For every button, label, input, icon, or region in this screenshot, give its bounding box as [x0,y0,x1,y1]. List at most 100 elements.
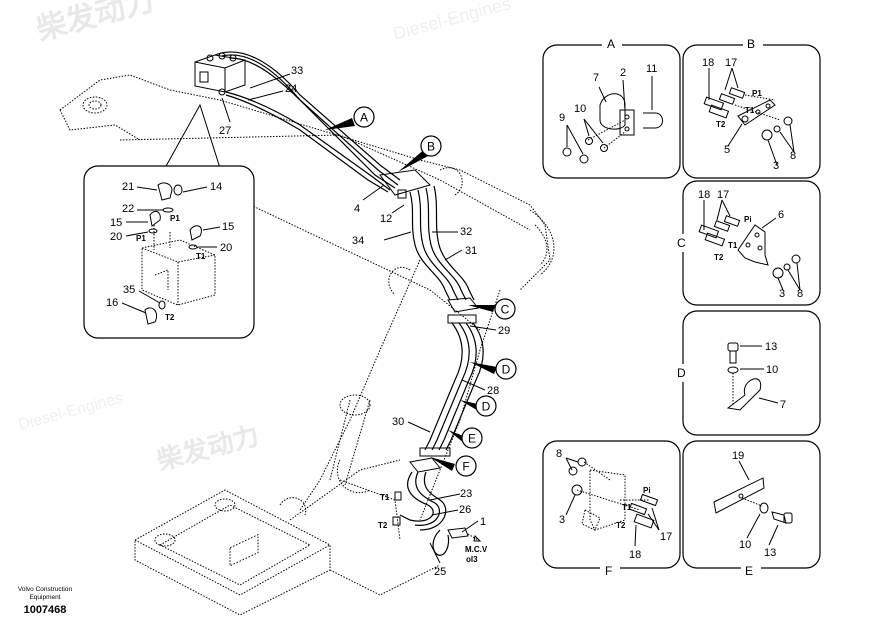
main-callout-12: 12 [380,213,392,225]
manufacturer-line1: Volvo Construction [17,586,73,593]
inset-pointer [164,103,221,169]
panel-title-a: A [607,37,615,51]
panel-f-callout-18: 18 [629,549,641,561]
panel-a-callout-11: 11 [646,63,657,75]
ref-marker-e-circle[interactable] [461,427,483,449]
port-label-t1: T1 [380,493,390,502]
panel-c-callout-17: 17 [717,189,729,201]
main-callout-34: 34 [352,235,364,247]
inset-port-t1: T1 [196,252,206,261]
panel-title-d: D [677,366,686,380]
main-callout-23: 23 [460,488,472,500]
inset-port-p1: P1 [136,234,146,243]
panel-title-c: C [677,236,686,250]
panel-b-callout-3: 3 [773,160,779,172]
panel-f-callout-3: 3 [559,514,565,526]
panel-e-callout-19: 19 [732,450,744,462]
callout-labels: 3324274123432312928302326125ABCDDEFT1T2M… [106,37,803,578]
ref-marker-c-circle[interactable] [494,298,516,320]
port-label-t2: T2 [378,521,388,530]
main-callout-4: 4 [354,203,360,215]
inset-port-t2: T2 [165,313,175,322]
main-leaders [221,73,497,564]
watermark-en: Diesel-Engines [17,390,125,434]
panel-e-callout-10: 10 [739,539,751,551]
panel-c-port-t1: T1 [728,241,738,250]
excavator-outline [59,74,555,616]
panel-a-callout-9: 9 [559,112,565,124]
inset-callout-15: 15 [110,217,122,229]
panel-c-callout-6: 6 [778,209,784,221]
panel-b-port-t1: T1 [745,106,755,115]
panel-f-port-t1: T1 [622,503,632,512]
ref-marker-a-circle[interactable] [353,106,375,128]
panel-a-callout-7: 7 [593,72,599,84]
main-callout-33: 33 [291,65,303,77]
main-callout-31: 31 [465,245,477,257]
ref-marker-d[interactable]: D [482,400,491,414]
watermark-cn: 柴发动力 [33,0,158,48]
main-callout-25: 25 [434,566,446,578]
panel-f-art [565,457,660,547]
ref-marker-f[interactable]: F [462,460,469,474]
inset-callout-35: 35 [123,284,135,296]
ref-marker-d-circle[interactable] [495,358,517,380]
ref-marker-f-circle[interactable] [455,455,477,477]
ref-marker-a[interactable]: A [360,111,368,125]
inset-callout-21: 21 [122,181,134,193]
panel-b-callout-17: 17 [725,57,737,69]
panel-b-callout-8: 8 [790,150,796,162]
ref-marker-e[interactable]: E [468,432,476,446]
main-callout-29: 29 [498,325,510,337]
panel-b-callout-18: 18 [702,57,714,69]
inset-callout-14: 14 [210,181,222,193]
panel-f-port-t2: T2 [616,521,626,530]
panel-a-callout-10: 10 [574,103,586,115]
inset-port-p1: P1 [170,214,180,223]
main-callout-30: 30 [392,416,404,428]
panel-d-callout-13: 13 [765,341,777,353]
main-callout-24: 24 [285,83,297,95]
inset-callout-20: 20 [110,231,122,243]
inset-callout-22: 22 [122,203,134,215]
panel-c-port-t2: T2 [714,253,724,262]
part-number: 1007468 [23,604,67,616]
inset-callout-15: 15 [222,221,234,233]
panel-b-art [703,67,795,166]
main-callout-27: 27 [219,125,231,137]
hose-bundle [214,51,484,556]
watermark-cn: 柴发动力 [153,420,262,477]
ref-marker-c[interactable]: C [501,303,510,317]
watermark-en: Diesel-Engines [391,0,513,44]
main-callout-26: 26 [459,504,471,516]
main-callout-32: 32 [460,226,472,238]
ref-marker-b-circle[interactable] [420,135,442,157]
panel-b-port-p1: P1 [752,89,762,98]
panel-title-f: F [605,564,612,578]
panel-c-callout-8: 8 [797,288,803,300]
panel-a-callout-2: 2 [620,67,626,79]
main-callout-1: 1 [480,516,486,528]
panel-a-art [562,76,663,164]
panel-f-callout-8: 8 [556,448,562,460]
panel-c-art [698,199,801,291]
panel-d-art [726,342,779,411]
manufacturer-line2: Equipment [29,594,61,601]
inset-callout-20: 20 [220,242,232,254]
panel-b-callout-5: 5 [724,144,730,156]
panel-title-e: E [745,564,753,578]
ref-marker-d[interactable]: D [502,363,511,377]
panel-e-callout-13: 13 [764,547,776,559]
main-callout-28: 28 [487,385,499,397]
panel-c-callout-18: 18 [698,189,710,201]
inset-valve-panel [83,165,255,339]
inset-callout-16: 16 [106,297,118,309]
caption-block: Volvo Construction Equipment 1007468 [10,586,80,616]
panel-d-callout-7: 7 [780,399,786,411]
panel-e-art [713,460,793,546]
detail-panels [542,37,821,576]
ref-marker-d-circle[interactable] [475,395,497,417]
mcv-note-line2: ol3 [466,555,478,564]
ref-marker-b[interactable]: B [427,140,435,154]
panel-f-port-pi: Pi [643,486,651,495]
